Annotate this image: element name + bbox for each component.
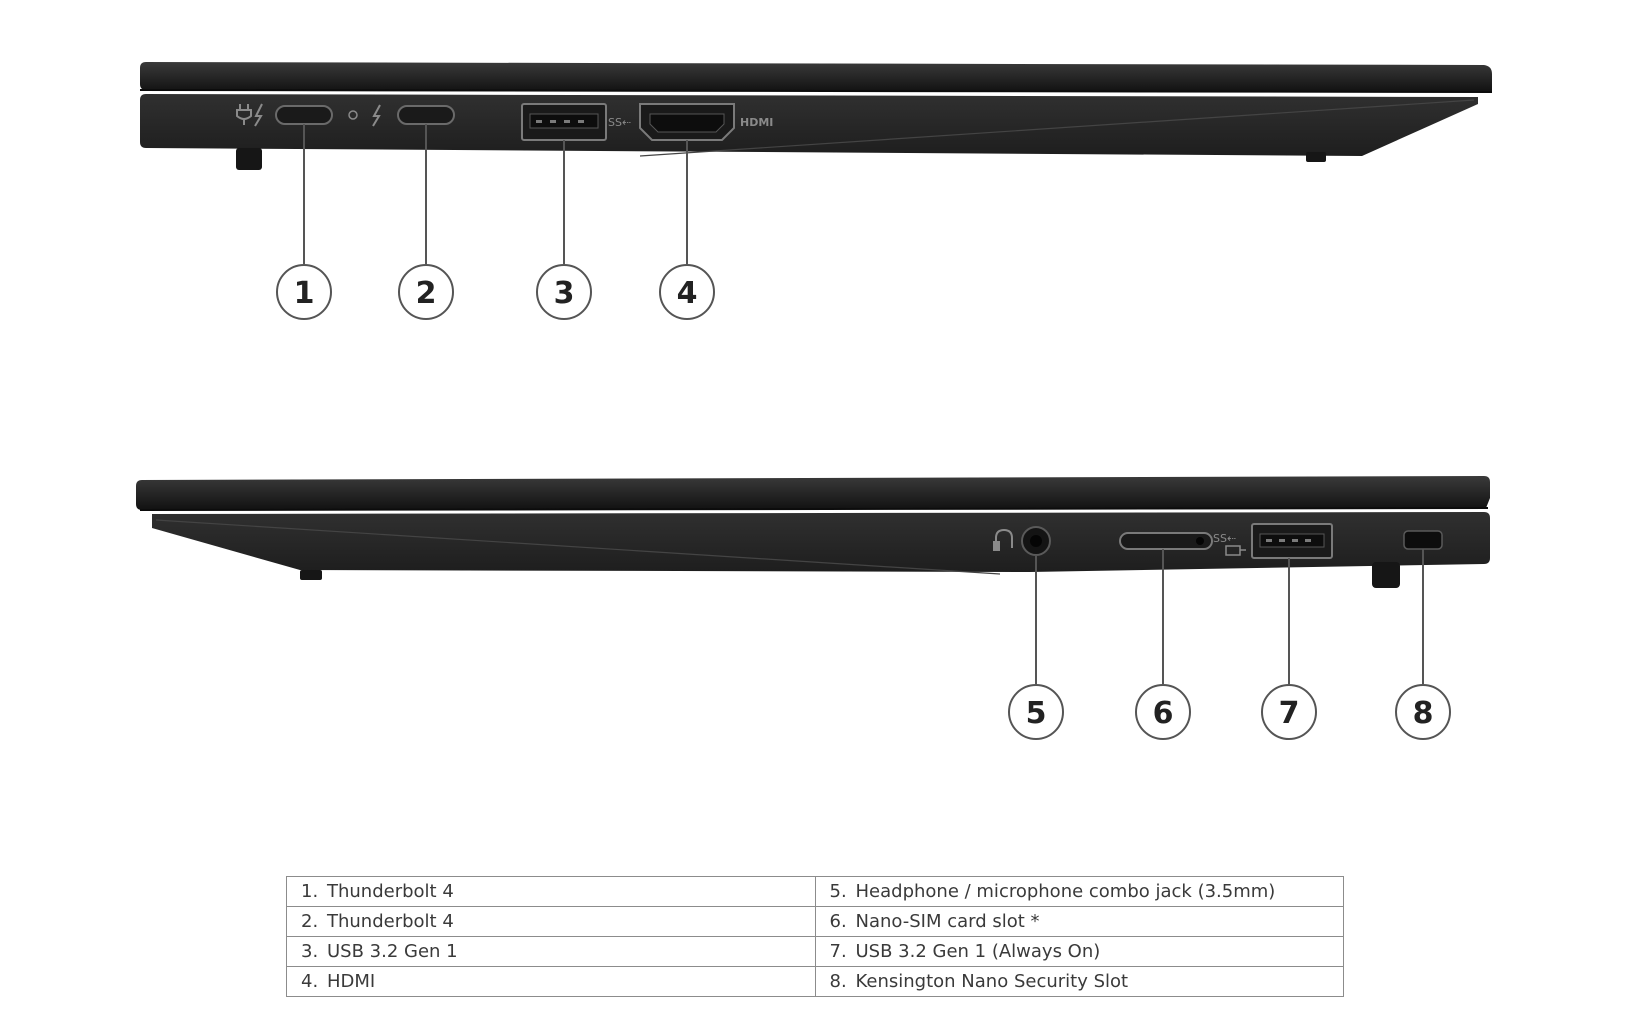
legend-number: 4. [301,971,319,992]
legend-number: 8. [829,971,847,992]
callout-4: 4 [659,264,715,320]
svg-text:1: 1 [294,276,315,311]
power-icon [236,104,252,125]
port-legend-table: 1. Thunderbolt 4 5. Headphone / microphone … [286,876,1344,997]
svg-text:6: 6 [1153,696,1174,731]
thunderbolt-icon [254,103,263,127]
thunderbolt-port-2 [397,105,455,125]
laptop-right-side-view: SS⇠ 5 6 7 [136,476,1490,740]
callout-7: 7 [1261,684,1317,740]
always-on-icon [1225,545,1246,556]
legend-row: 2. Thunderbolt 4 6. Nano-SIM card slot * [286,906,1344,937]
legend-number: 2. [301,911,319,932]
thunderbolt-icon [372,104,381,127]
laptop-base [152,512,1490,572]
usb-ss-icon: SS⇠ [1213,532,1236,545]
callout-5: 5 [1008,684,1064,740]
legend-left-cell: 4. HDMI [286,966,816,997]
hdmi-label: HDMI [740,116,773,129]
legend-row: 4. HDMI 8. Kensington Nano Security Slot [286,966,1344,997]
laptop-foot [300,570,322,580]
usb-ss-icon: SS⇠ [608,116,631,129]
legend-text: Nano-SIM card slot * [855,911,1040,932]
laptop-foot [1306,152,1326,162]
legend-row: 3. USB 3.2 Gen 1 7. USB 3.2 Gen 1 (Always O… [286,936,1344,967]
laptop-left-side-view: SS⇠ HDMI 1 2 3 4 [139,62,1493,320]
svg-text:4: 4 [677,276,698,311]
status-led-icon [348,110,358,120]
svg-text:8: 8 [1413,696,1434,731]
callout-1: 1 [276,264,332,320]
laptop-lid [136,476,1490,510]
legend-text: USB 3.2 Gen 1 (Always On) [855,941,1101,962]
headphone-icon [993,528,1013,551]
laptop-foot [236,148,262,170]
callout-3: 3 [536,264,592,320]
legend-number: 3. [301,941,319,962]
callout-2: 2 [398,264,454,320]
thunderbolt-port-1 [275,105,333,125]
legend-left-cell: 1. Thunderbolt 4 [286,876,816,907]
legend-number: 6. [829,911,847,932]
legend-row: 1. Thunderbolt 4 5. Headphone / microphone … [286,876,1344,907]
nano-sim-slot-6 [1119,532,1213,550]
legend-body: 1. Thunderbolt 4 5. Headphone / microphone … [286,876,1344,997]
callout-8: 8 [1395,684,1451,740]
svg-text:2: 2 [416,276,437,311]
legend-left-cell: 3. USB 3.2 Gen 1 [286,936,816,967]
legend-right-cell: 8. Kensington Nano Security Slot [814,966,1344,997]
laptop-lid [140,62,1492,92]
svg-text:5: 5 [1026,696,1047,731]
legend-number: 5. [829,881,847,902]
kensington-slot-8 [1403,530,1443,550]
laptop-base [140,94,1478,156]
laptop-foot [1372,562,1400,588]
legend-right-cell: 5. Headphone / microphone combo jack (3.5… [814,876,1344,907]
legend-right-cell: 7. USB 3.2 Gen 1 (Always On) [814,936,1344,967]
legend-text: USB 3.2 Gen 1 [327,941,458,962]
svg-text:3: 3 [554,276,575,311]
legend-left-cell: 2. Thunderbolt 4 [286,906,816,937]
legend-number: 1. [301,881,319,902]
svg-text:7: 7 [1279,696,1300,731]
legend-text: Thunderbolt 4 [327,881,454,902]
callout-6: 6 [1135,684,1191,740]
legend-text: HDMI [327,971,376,992]
legend-text: Thunderbolt 4 [327,911,454,932]
legend-text: Kensington Nano Security Slot [855,971,1129,992]
legend-number: 7. [829,941,847,962]
legend-right-cell: 6. Nano-SIM card slot * [814,906,1344,937]
legend-text: Headphone / microphone combo jack (3.5mm… [855,881,1276,902]
